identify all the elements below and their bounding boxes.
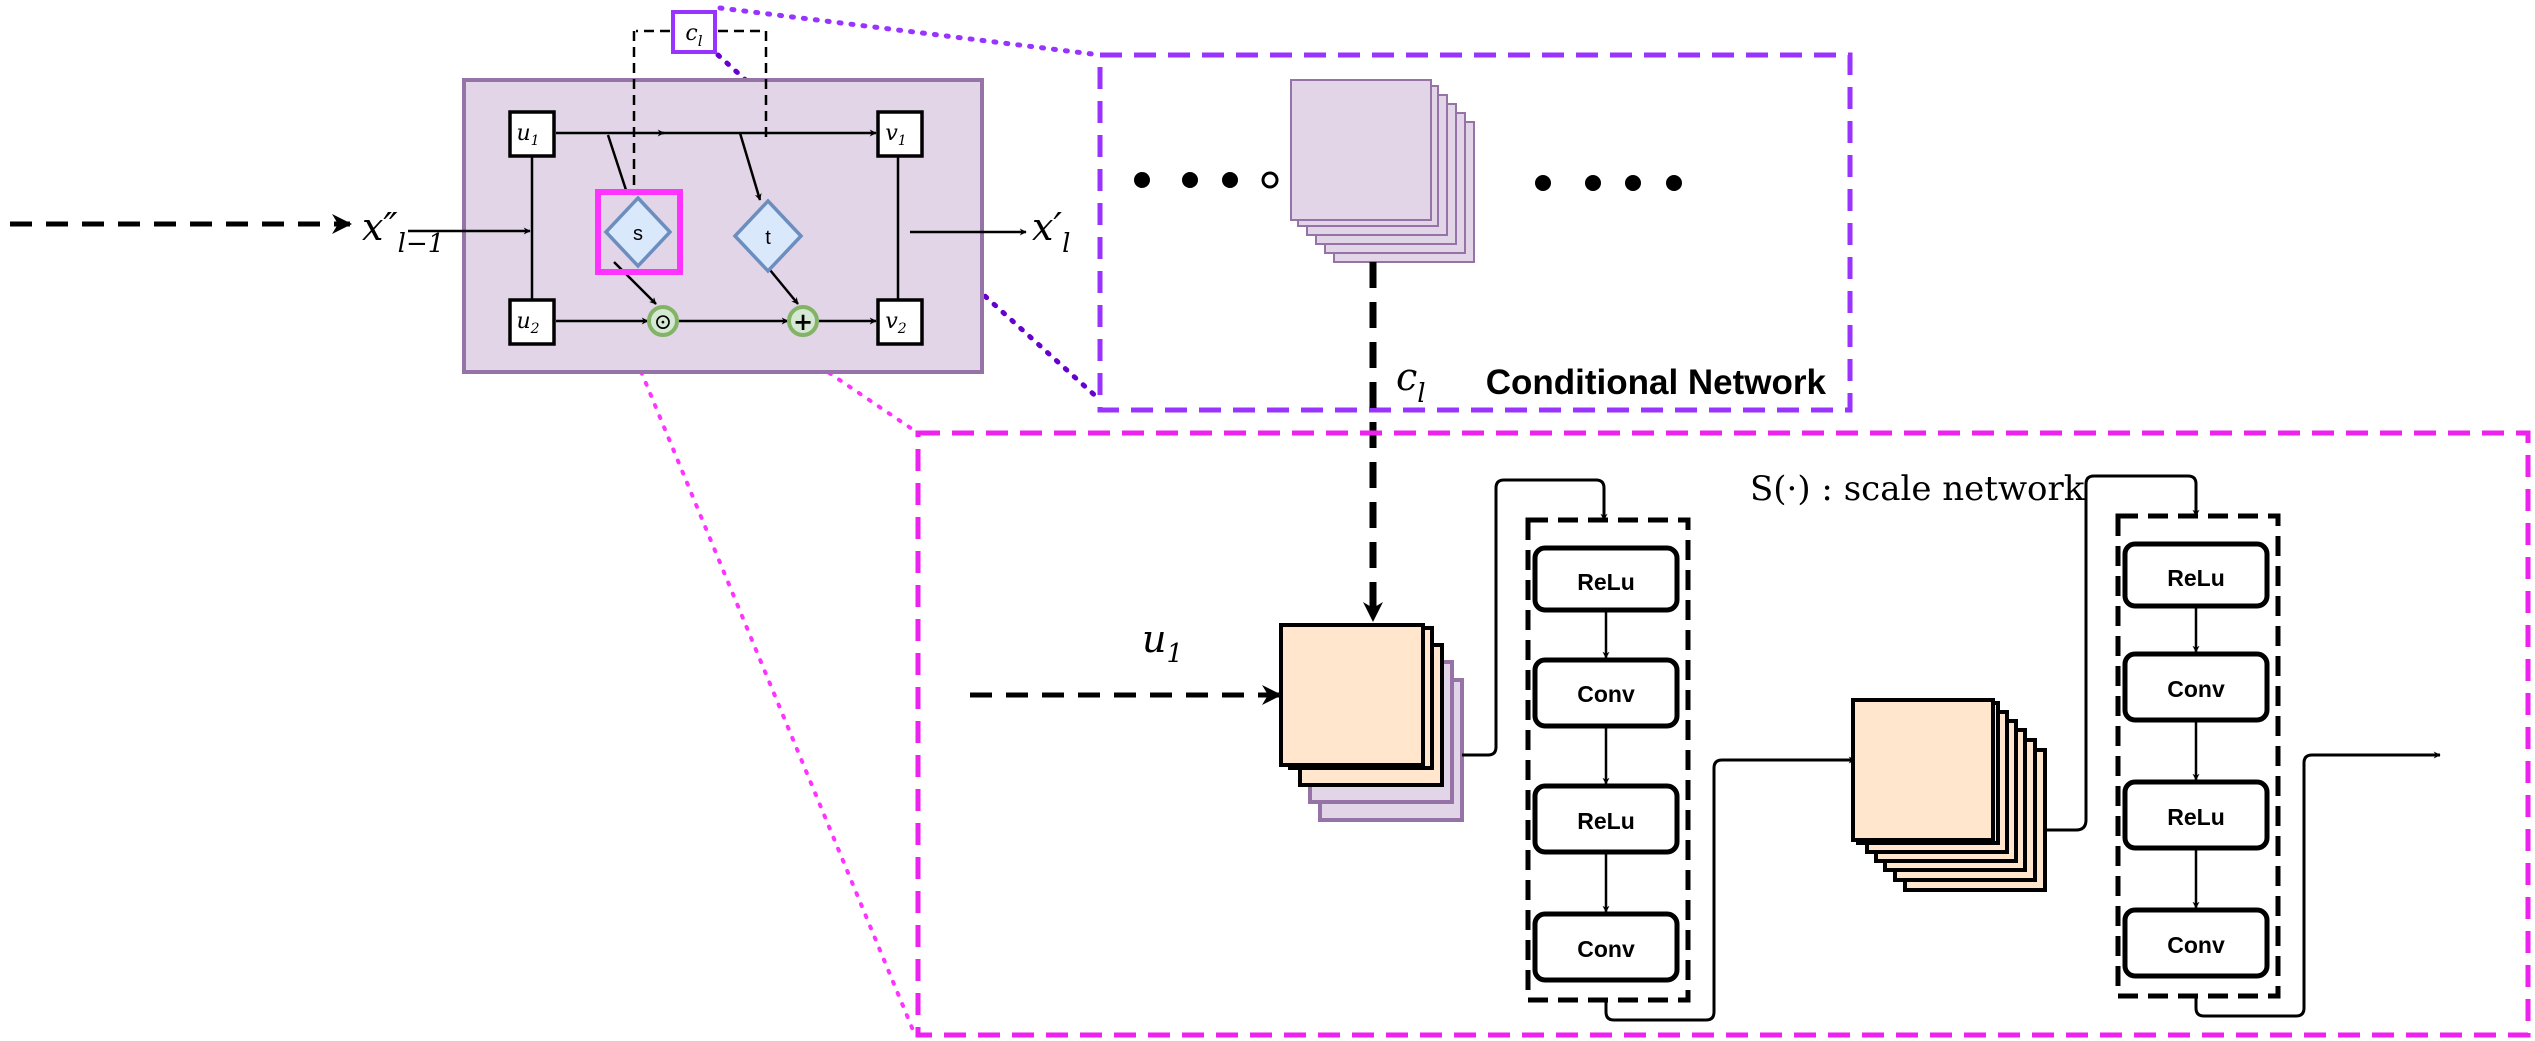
coupling-block: x″l−1 cl x′l u1 u2 (10, 10, 1070, 374)
dots-left (1134, 171, 1279, 189)
svg-text:v1: v1 (885, 121, 906, 149)
feature-stack-purple (1290, 79, 1475, 263)
svg-text:t: t (765, 227, 771, 249)
block2-layer-4: Conv (2167, 932, 2225, 958)
feature-stack-orange (1851, 698, 2047, 892)
op-multiply: ⊙ (647, 305, 679, 337)
scale-network-title: S(·) : scale network (1750, 469, 2085, 509)
block2-layer-1: ReLu (2167, 565, 2225, 591)
input-label: x″l−1 (362, 205, 444, 259)
svg-text:v2: v2 (885, 309, 906, 337)
conv-block-2: ReLu Conv ReLu Conv (2115, 513, 2281, 999)
block2-layer-3: ReLu (2167, 804, 2225, 830)
node-v1: v1 (876, 110, 924, 158)
scale-output-arrow (2194, 751, 2441, 1018)
cond-label: cl (685, 21, 702, 50)
scale-network: S(·) : scale network u1 ReLu Conv ReLu (915, 430, 2531, 1038)
block1-layer-2: Conv (1577, 681, 1635, 707)
conv-block-1: ReLu Conv ReLu Conv (1525, 517, 1691, 1003)
dots-right (1535, 175, 1682, 191)
block1-layer-1: ReLu (1577, 569, 1635, 595)
output-label: x′l (1032, 205, 1070, 259)
cond-arrow-label: cl (1396, 355, 1426, 409)
block1-layer-3: ReLu (1577, 808, 1635, 834)
node-u1: u1 (508, 110, 556, 158)
conditional-network: Conditional Network (1097, 52, 1853, 413)
svg-text:s: s (633, 223, 643, 245)
svg-text:u2: u2 (516, 309, 539, 337)
svg-text:u1: u1 (516, 121, 539, 149)
concat-stack (1279, 623, 1464, 822)
block1-layer-4: Conv (1577, 936, 1635, 962)
svg-text:+: + (793, 307, 813, 336)
node-t: t (732, 198, 804, 274)
node-u2: u2 (508, 298, 556, 346)
block2-layer-2: Conv (2167, 676, 2225, 702)
node-v2: v2 (876, 298, 924, 346)
conditional-network-title: Conditional Network (1486, 363, 1827, 402)
node-s: s (595, 189, 683, 275)
op-add: + (787, 305, 819, 337)
cond-box (671, 10, 717, 54)
svg-text:⊙: ⊙ (654, 310, 672, 335)
scale-input-label: u1 (1142, 617, 1183, 669)
